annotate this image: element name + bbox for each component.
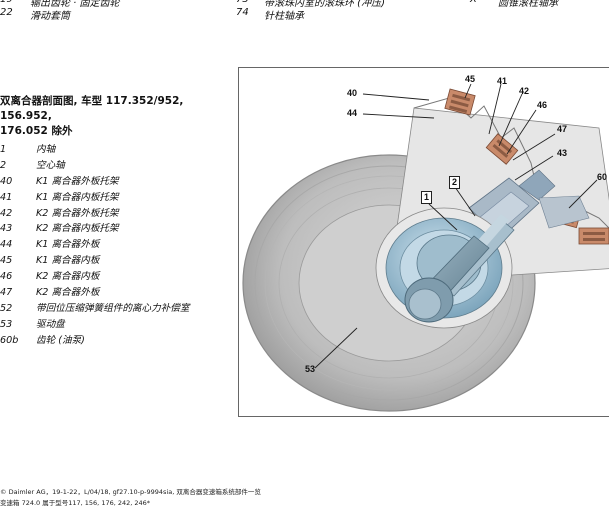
row-text: 针柱轴承 (264, 11, 304, 22)
callout-40: 40 (347, 88, 358, 98)
legend-number: 42 (0, 207, 13, 219)
legend-item: 53 驱动盘 (0, 317, 190, 333)
clutch-cutaway-drawing (242, 83, 609, 412)
legend-text: K1 离合器外板 (36, 239, 100, 251)
legend-number: 47 (0, 287, 13, 299)
section-title-line-1: 双离合器剖面图, 车型 117.352/952, 156.952, (0, 95, 184, 122)
legend-text: K2 离合器内板 (36, 271, 100, 283)
row-number: 22 (0, 7, 13, 18)
legend-list: 1 内轴 2 空心轴 40 K1 离合器外板托架 41 K1 离合器内板托架 42 K2 … (0, 142, 190, 349)
footer-model-info: 变速箱 724.0 属于型号117, 156, 176, 242, 246* (0, 499, 151, 507)
legend-item: 42 K2 离合器外板托架 (0, 206, 190, 222)
row-text: 圆锥滚柱轴承 (498, 0, 558, 9)
legend-item: 47 K2 离合器外板 (0, 285, 190, 301)
legend-item: 45 K1 离合器内板 (0, 253, 190, 269)
legend-item: 44 K1 离合器外板 (0, 237, 190, 253)
legend-number: 45 (0, 255, 13, 267)
legend-number: 60b (0, 334, 19, 346)
callout-47: 47 (557, 124, 568, 134)
callout-42: 42 (519, 86, 530, 96)
callout-46: 46 (537, 100, 548, 110)
legend-text: K1 离合器内板 (36, 255, 100, 267)
legend-number: 44 (0, 239, 13, 251)
legend-text: K2 离合器内板托架 (36, 223, 119, 235)
legend-number: 2 (0, 159, 7, 171)
section-title: 双离合器剖面图, 车型 117.352/952, 156.952, 176.05… (0, 94, 225, 139)
legend-item: 43 K2 离合器内板托架 (0, 221, 190, 237)
legend-number: 41 (0, 191, 13, 203)
section-title-line-2: 176.052 除外 (0, 125, 73, 137)
callout-1: 1 (421, 191, 433, 204)
legend-text: K2 离合器外板 (36, 287, 100, 299)
callout-45: 45 (465, 74, 476, 84)
row-text: 输出齿轮 · 固定齿轮 (30, 0, 120, 9)
callout-60: 60 (597, 172, 608, 182)
legend-number: 46 (0, 271, 13, 283)
legend-item: 46 K2 离合器内板 (0, 269, 190, 285)
row-number: X (470, 0, 477, 5)
legend-number: 52 (0, 302, 13, 314)
legend-item: 60b 齿轮 (油泵) (0, 333, 190, 349)
legend-number: 53 (0, 318, 13, 330)
legend-item: 2 空心轴 (0, 158, 190, 174)
clutch-cutaway-figure: 40 44 45 41 42 46 47 43 60 1 2 53 (238, 67, 609, 417)
row-number: 19 (0, 0, 13, 5)
leader-lines (314, 83, 598, 369)
row-number: 74 (236, 7, 249, 18)
footer-copyright: © Daimler AG，19-1-22，L/04/18, gf27.10-p-… (0, 488, 261, 496)
legend-number: 1 (0, 144, 7, 155)
legend-text: 带回位压缩弹簧组件的离心力补偿室 (36, 302, 190, 314)
callout-41: 41 (497, 76, 508, 86)
legend-text: K1 离合器外板托架 (36, 175, 119, 187)
legend-number: 43 (0, 223, 13, 235)
legend-text: K1 离合器内板托架 (36, 191, 119, 203)
legend-number: 40 (0, 175, 13, 187)
legend-text: 内轴 (36, 144, 56, 155)
legend-text: 驱动盘 (36, 318, 65, 330)
legend-item: 1 内轴 (0, 142, 190, 158)
row-text: 滑动套筒 (30, 11, 70, 22)
legend-text: 齿轮 (油泵) (36, 334, 85, 346)
legend-item: 52 带回位压缩弹簧组件的离心力补偿室 (0, 301, 190, 317)
callout-44: 44 (347, 108, 358, 118)
legend-text: 空心轴 (36, 159, 65, 171)
callout-43: 43 (557, 148, 568, 158)
callout-53: 53 (305, 364, 316, 374)
legend-item: 41 K1 离合器内板托架 (0, 190, 190, 206)
row-number: 73 (236, 0, 249, 5)
row-text: 带滚珠内室的滚珠环 (冲压) (264, 0, 385, 9)
shafts (404, 214, 515, 323)
legend-text: K2 离合器外板托架 (36, 207, 119, 219)
legend-item: 40 K1 离合器外板托架 (0, 174, 190, 190)
callout-2: 2 (449, 176, 461, 189)
